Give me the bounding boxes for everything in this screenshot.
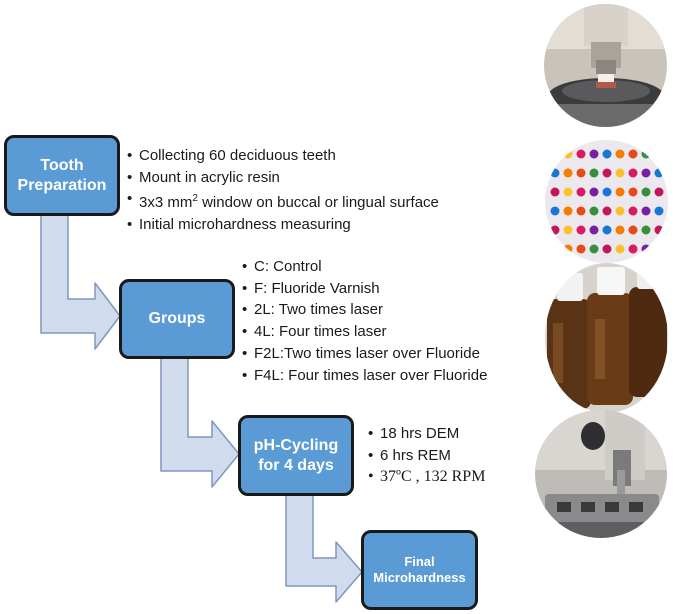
sample-cap [550,206,560,216]
sample-cap [641,187,651,197]
sample-cap [550,168,560,178]
arrow-groups-to-phcycling [160,355,240,488]
sample-cap [602,187,612,197]
sample-cap [589,206,599,216]
arrow-preparation-to-groups [40,213,121,350]
sample-cap [550,187,560,197]
shaker-incubator-photo [535,410,667,538]
sample-cap [641,206,651,216]
sample-cap [602,244,612,254]
sample-cap [576,244,586,254]
sample-cap [641,225,651,235]
sample-cap [628,187,638,197]
list-item: F4L: Four times laser over Fluoride [242,365,487,387]
ph-cycling-list: 18 hrs DEM 6 hrs REM 37ºC , 132 RPM [368,423,485,488]
sample-cap [628,244,638,254]
sample-cap [628,149,638,159]
sample-cap [576,187,586,197]
groups-title: Groups [148,310,206,327]
sample-cap [615,225,625,235]
sample-cap [628,206,638,216]
tooth-preparation-list: Collecting 60 deciduous teeth Mount in a… [127,145,439,236]
final-microhardness-title-line2: Microhardness [373,570,466,585]
list-item: 2L: Two times laser [242,299,487,321]
ph-cycling-title-line2: for 4 days [258,456,334,474]
sample-cap [589,244,599,254]
list-item: 3x3 mm2 window on buccal or lingual surf… [127,188,439,214]
sample-cap [576,225,586,235]
tooth-preparation-box: Tooth Preparation [4,135,120,216]
list-item: Initial microhardness measuring [127,214,439,236]
tooth-preparation-title-line1: Tooth [40,156,84,174]
list-item: Mount in acrylic resin [127,167,439,189]
sample-cap [589,149,599,159]
groups-box: Groups [119,279,235,359]
sample-cap [563,187,573,197]
sample-cap [615,206,625,216]
sample-cap [602,206,612,216]
sample-cap [654,187,664,197]
list-item: 6 hrs REM [368,445,485,467]
sample-cap [602,225,612,235]
sample-cap [576,206,586,216]
sample-cap [628,168,638,178]
sample-cap [589,225,599,235]
superscript-2: 2 [192,193,198,205]
sample-cap [576,168,586,178]
ph-cycling-title-line1: pH-Cycling [253,436,339,454]
sample-cap [602,168,612,178]
final-microhardness-box: Final Microhardness [361,530,478,610]
list-item: 18 hrs DEM [368,423,485,445]
sample-cap [589,168,599,178]
sample-cap [602,149,612,159]
tooth-preparation-title-line2: Preparation [17,176,107,194]
sample-cap [563,225,573,235]
list-item: Collecting 60 deciduous teeth [127,145,439,167]
sample-cap [550,225,560,235]
sample-cap [615,149,625,159]
list-item: C: Control [242,256,487,278]
list-item: 4L: Four times laser [242,321,487,343]
sample-cap [641,168,651,178]
list-item: F2L:Two times laser over Fluoride [242,343,487,365]
sample-cap [615,187,625,197]
sample-cap [615,168,625,178]
sample-cap [654,206,664,216]
sample-cap [589,187,599,197]
sample-cap [563,206,573,216]
list-item: F: Fluoride Varnish [242,278,487,300]
sample-cap [576,149,586,159]
final-microhardness-title-line1: Final [404,553,435,569]
ph-cycling-box: pH-Cycling for 4 days [238,415,354,496]
mounted-teeth-samples-photo [545,140,668,263]
sample-cap [563,168,573,178]
sample-cap [615,244,625,254]
microhardness-tester-photo [544,4,667,127]
groups-list: C: Control F: Fluoride Varnish 2L: Two t… [242,256,487,386]
amber-solution-bottles-photo [545,263,668,413]
arrow-phcycling-to-final [285,493,363,603]
list-item: 37ºC , 132 RPM [368,466,485,488]
sample-cap [628,225,638,235]
